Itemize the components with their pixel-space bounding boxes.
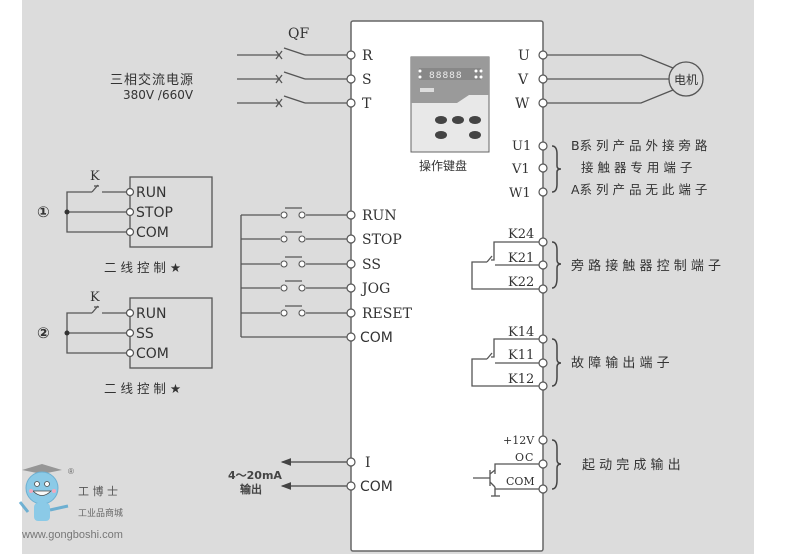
terminal-s [346,74,356,84]
circuit-marker-1: ① [37,203,50,221]
start-output-circuit [473,463,539,497]
terminal-u [538,50,548,60]
analog-output-range: 4～20mA [228,469,282,482]
terminal-u-label: U [518,48,530,64]
terminal-oc-com-label: COM [506,475,535,488]
analog-output-label: 输出 [240,482,262,496]
terminal-k12-label: K12 [508,372,534,387]
terminal-jog-label: JOG [360,281,390,297]
start-output-label: 起 动 完 成 输 出 [582,457,681,473]
two-wire-1-caption: 二 线 控 制 ★ [104,260,181,275]
brace-icon [551,241,562,289]
keypad-button-stop [469,131,481,139]
terminal-w [538,98,548,108]
power-source-label: 三相交流电源 [110,72,194,88]
circuit-marker-2: ② [37,324,50,342]
registered-mark: ® [68,467,74,476]
terminal-reset [346,308,356,318]
watermark-logo [18,464,69,521]
watermark-brand: 工 博 士 [78,485,118,498]
motor-label: 电机 [674,73,698,87]
terminal-r [346,50,356,60]
power-input [237,47,347,108]
voltage-label: 380V /660V [123,88,194,102]
terminal-run-label: RUN [362,208,397,224]
terminal-r-label: R [362,48,373,64]
bypass-relay [471,241,539,290]
keypad-button-run [435,131,447,139]
bypass-relay-label: 旁 路 接 触 器 控 制 端 子 [571,258,721,274]
two-wire-2-ss: SS [136,326,154,342]
terminal-stop-label: STOP [362,232,402,248]
svg-text:88888: 88888 [429,71,463,81]
motor-icon [668,61,704,97]
terminal-k14-label: K14 [508,325,534,340]
two-wire-control-2 [64,297,213,369]
terminal-w1 [538,187,548,197]
two-wire-1-stop: STOP [136,205,173,221]
two-wire-1-run: RUN [136,185,166,201]
two-wire-2-com: COM [136,346,169,362]
brace-icon [551,145,562,193]
keypad-button-down [469,116,481,124]
control-buttons [240,207,347,338]
watermark-subtitle: 工业品商城 [78,507,123,518]
terminal-com-label: COM [360,330,393,346]
terminal-s-label: S [362,72,372,88]
terminal-analog-com-label: COM [360,479,393,495]
bypass-note-line3: A系 列 产 品 无 此 端 子 [571,182,707,197]
two-wire-2-caption: 二 线 控 制 ★ [104,381,181,396]
two-wire-2-run: RUN [136,306,166,322]
switch-k-label-1: K [90,169,100,184]
terminal-i [346,457,356,467]
terminal-ss-label: SS [362,257,381,273]
terminal-k21-label: K21 [508,251,534,266]
two-wire-control-1 [64,176,213,248]
fault-relay [471,338,539,387]
terminal-w1-label: W1 [509,186,531,201]
terminal-oc-label: OC [515,451,534,464]
terminal-jog [346,283,356,293]
terminal-reset-label: RESET [362,306,413,322]
brace-icon [551,439,562,490]
keypad: 88888 [410,56,490,153]
terminal-w-label: W [515,96,530,112]
terminal-v1 [538,163,548,173]
keypad-label: 操作键盘 [419,158,467,173]
bypass-note-line1: B系 列 产 品 外 接 旁 路 [571,138,708,153]
terminal-v-label: V [517,72,529,88]
terminal-v [538,74,548,84]
terminal-k24-label: K24 [508,227,534,242]
breaker-label: QF [288,26,309,42]
terminal-k22-label: K22 [508,275,534,290]
brace-icon [551,338,562,387]
analog-output-wiring [280,458,347,490]
terminal-u1-label: U1 [512,139,531,154]
terminal-i-label: I [365,455,371,471]
terminal-run [346,210,356,220]
terminal-stop [346,234,356,244]
terminal-analog-com [346,481,356,491]
switch-k-label-2: K [90,290,100,305]
bypass-note-line2: 接 触 器 专 用 端 子 [581,160,692,175]
terminal-ss [346,259,356,269]
keypad-button-prg [435,116,447,124]
terminal-u1 [538,141,548,151]
terminal-v1-label: V1 [511,162,530,177]
terminal-k11-label: K11 [508,348,534,363]
watermark-url: www.gongboshi.com [21,529,123,541]
terminal-t [346,98,356,108]
keypad-button-up [452,116,464,124]
two-wire-1-com: COM [136,225,169,241]
terminal-t-label: T [362,96,372,112]
motor-wiring [547,54,674,104]
fault-relay-label: 故 障 输 出 端 子 [571,355,670,371]
terminal-12v-label: +12V [503,434,535,447]
terminal-com [346,332,356,342]
